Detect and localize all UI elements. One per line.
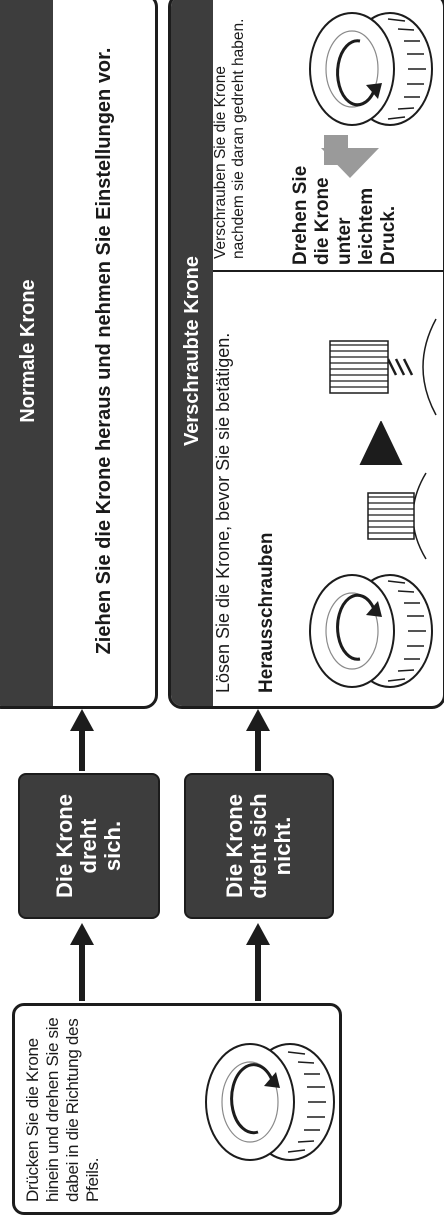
screw-crown-header: Verschraubte Krone — [171, 0, 213, 706]
normal-crown-header: Normale Krone — [0, 0, 53, 706]
screw-panel-divider — [213, 270, 443, 272]
screw-crown-title: Verschraubte Krone — [180, 255, 203, 447]
crown-loosen-icon — [309, 574, 433, 688]
crown-tighten-icon — [309, 12, 433, 126]
normal-crown-panel: Normale Krone Ziehen Sie die Krone herau… — [0, 0, 158, 709]
normal-crown-title: Normale Krone — [16, 279, 39, 423]
normal-crown-instruction: Ziehen Sie die Krone heraus und nehmen S… — [53, 0, 155, 706]
crown-rotate-icon — [205, 1043, 335, 1161]
state-not-turns-box: Die Krone dreht sich nicht. — [184, 773, 334, 919]
arrow-to-turns — [70, 923, 94, 1001]
arrow-to-not-turns — [246, 923, 270, 1001]
arrow-up-icon — [359, 421, 403, 465]
normal-crown-instruction-text: Ziehen Sie die Krone heraus und nehmen S… — [93, 47, 115, 655]
arrow-to-screw — [246, 709, 270, 771]
crown-unscrewed-icon — [329, 318, 437, 416]
loosen-text: Lösen Sie die Krone, bevor Sie sie betät… — [213, 332, 233, 693]
loosen-label: Herausschrauben — [256, 532, 277, 693]
screw-text: Verschrauben Sie die Krone nachdem sie d… — [212, 18, 247, 259]
arrow-to-normal — [70, 709, 94, 771]
arrow-down-gray-icon — [321, 135, 379, 178]
crown-screwed-icon — [367, 472, 427, 560]
state-turns-label: Die Krone dreht sich. — [52, 794, 125, 898]
start-box: Drücken Sie die Krone hinein und drehen … — [12, 1003, 342, 1215]
start-instruction: Drücken Sie die Krone hinein und drehen … — [23, 1017, 102, 1202]
state-turns-box: Die Krone dreht sich. — [18, 773, 160, 919]
state-not-turns-label: Die Krone dreht sich nicht. — [222, 793, 295, 899]
